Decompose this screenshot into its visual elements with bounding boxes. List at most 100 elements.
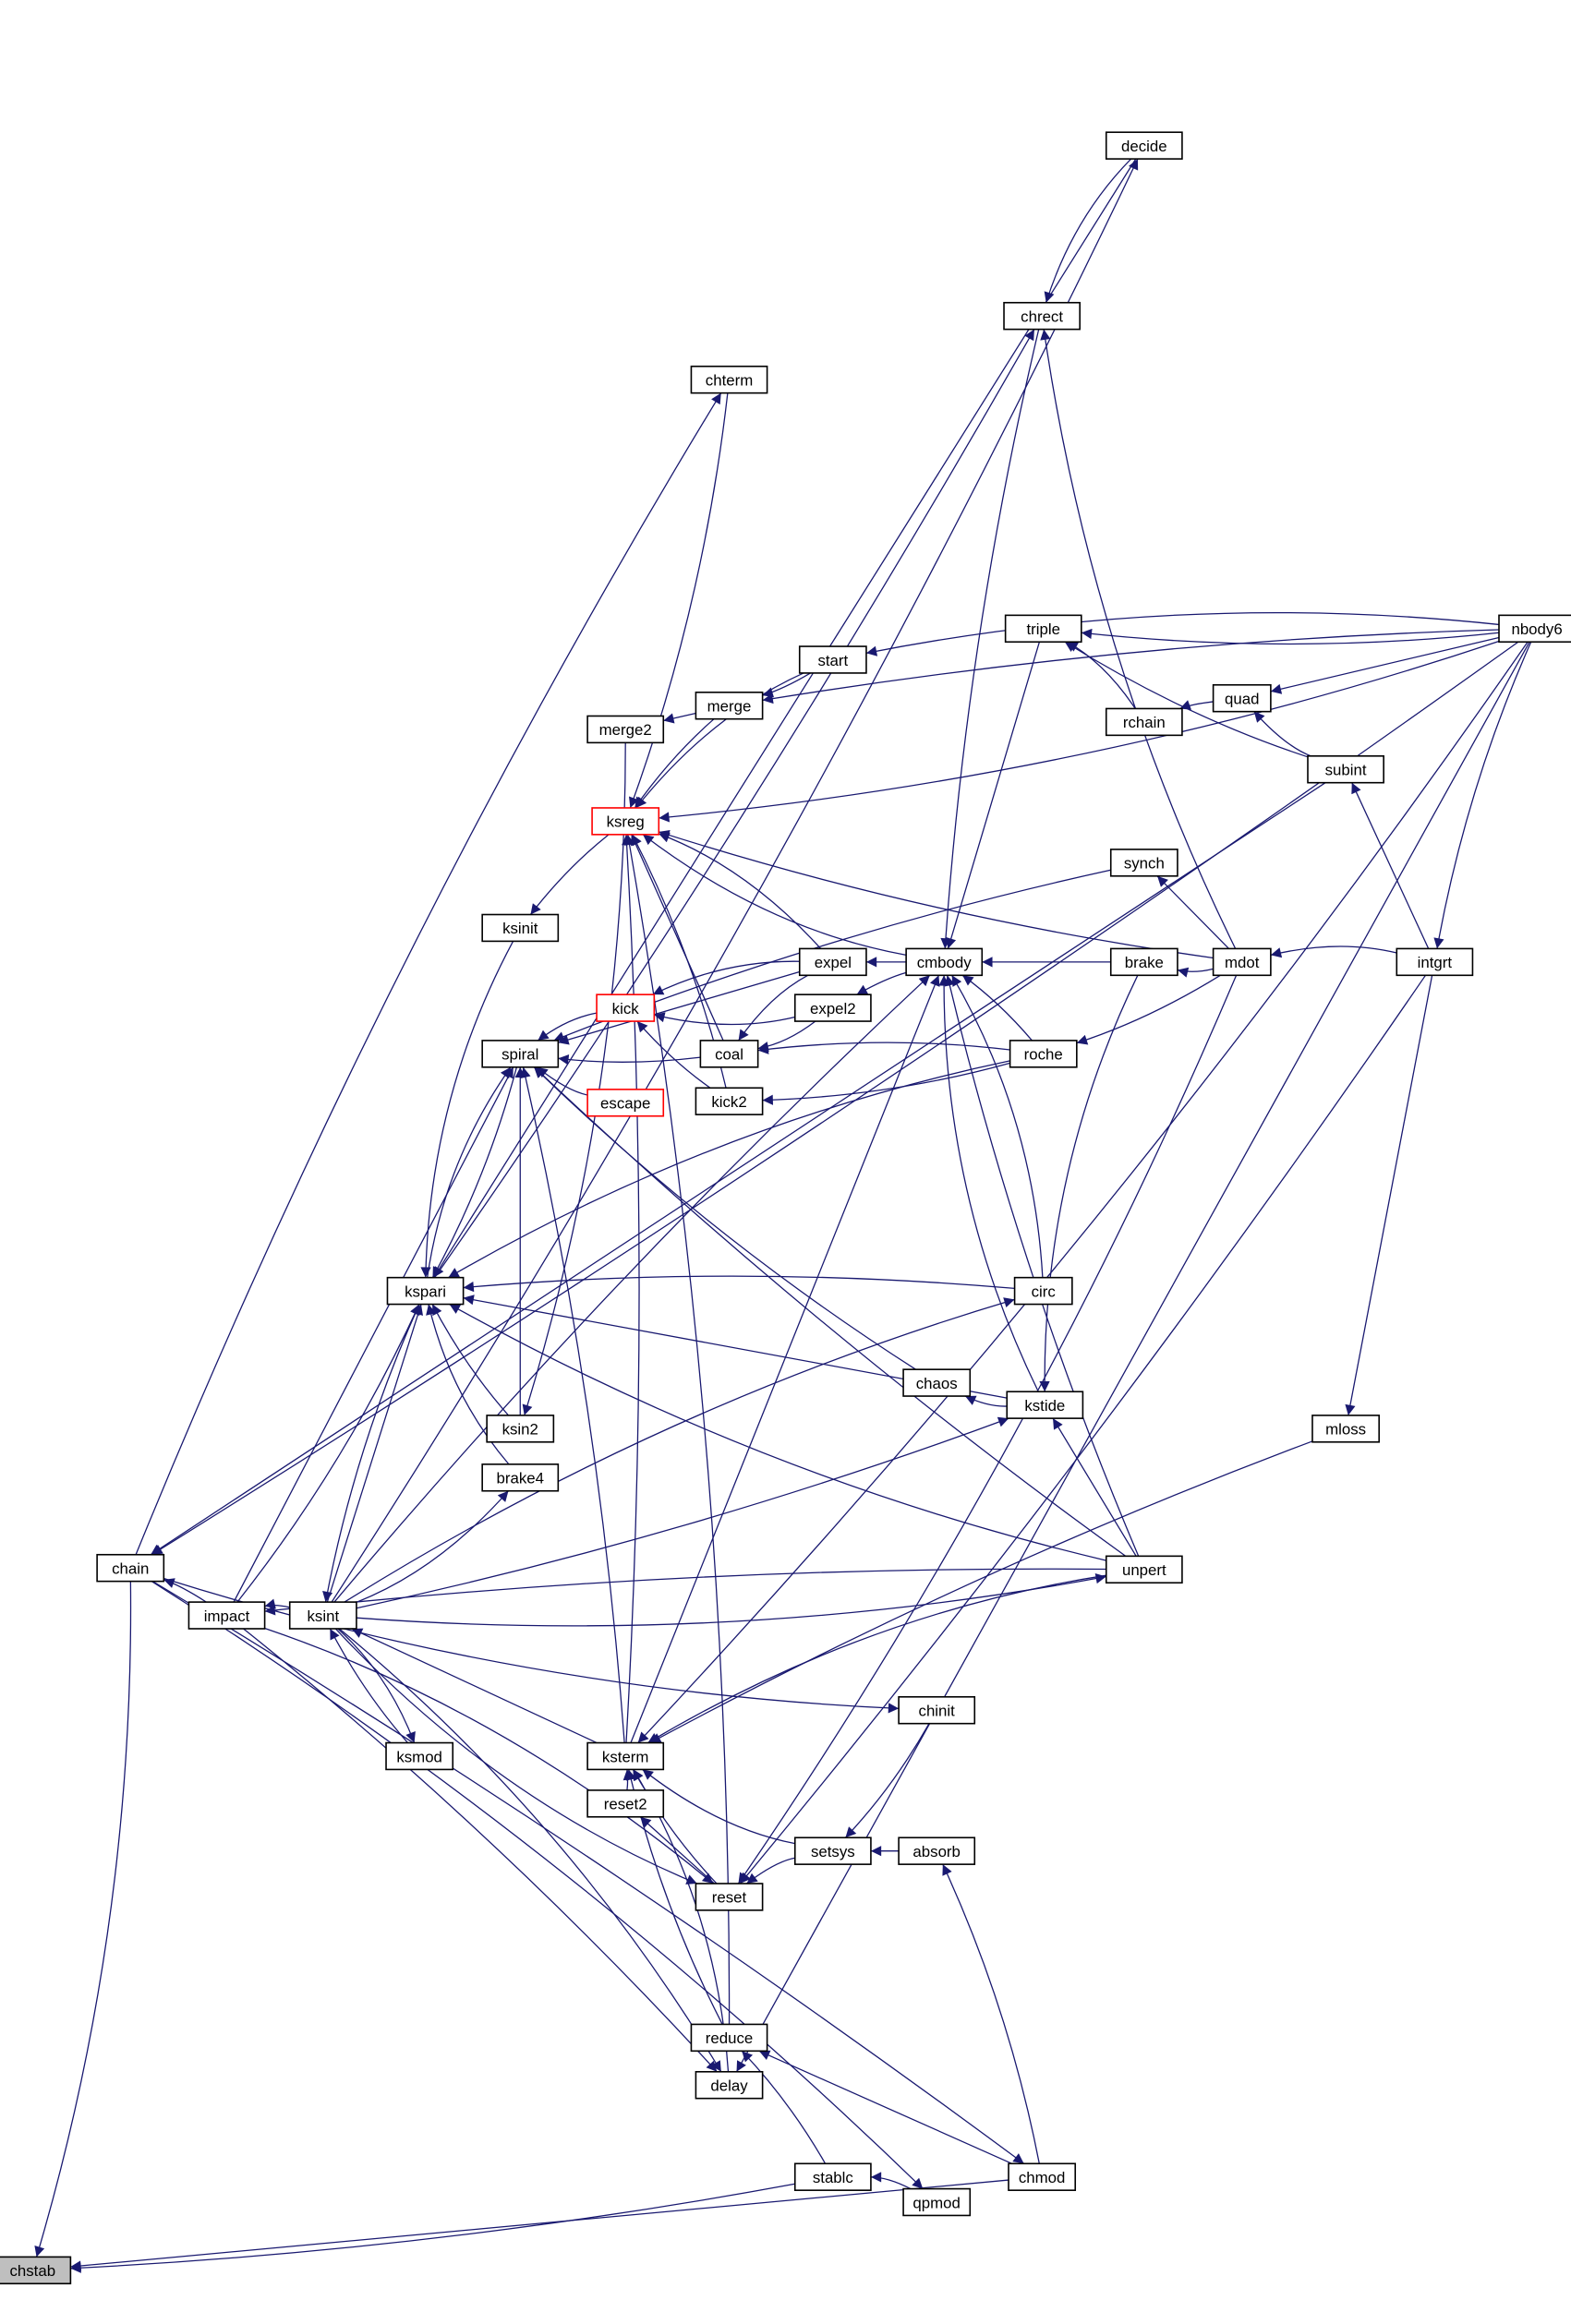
node-box [1105,707,1183,737]
node-label: ksin2 [502,1421,538,1439]
node-kspari[interactable]: kspari [386,1276,465,1306]
edge-expel-to-ksreg [659,832,822,949]
edge-chain-to-chstab [34,1581,132,2258]
node-box [1009,1040,1078,1068]
node-escape[interactable]: escape [586,1089,665,1117]
node-label: chterm [706,372,753,390]
node-ksin2[interactable]: ksin2 [486,1415,555,1443]
edge-unpert-to-impact [264,1568,1106,1616]
node-unpert[interactable]: unpert [1105,1555,1183,1584]
node-box [586,1789,665,1818]
node-cmbody[interactable]: cmbody [905,947,984,977]
node-label: setsys [811,1843,855,1860]
node-brake[interactable]: brake [1109,947,1178,977]
node-label: decide [1121,138,1167,155]
node-box [1105,1555,1183,1584]
node-impact[interactable]: impact [187,1601,266,1630]
node-roche[interactable]: roche [1009,1040,1078,1068]
node-label: qpmod [912,2194,960,2211]
edge-ksterm-to-ksint [351,1628,598,1744]
node-label: start [817,652,848,669]
node-expel[interactable]: expel [798,947,867,977]
node-chterm[interactable]: chterm [690,365,768,394]
node-ksreg[interactable]: ksreg [591,807,660,836]
edge-mdot-to-reset [737,975,1238,1884]
node-chmod[interactable]: chmod [1008,2162,1077,2191]
node-brake4[interactable]: brake4 [481,1463,560,1492]
node-chrect[interactable]: chrect [1003,301,1081,331]
node-label: reset2 [604,1796,647,1813]
node-mdot[interactable]: mdot [1212,947,1272,977]
edge-ksint-to-impact [264,1598,290,1609]
node-synch[interactable]: synch [1109,849,1178,877]
node-box [96,1553,165,1583]
node-kstide[interactable]: kstide [1006,1391,1084,1419]
node-decide[interactable]: decide [1105,131,1183,160]
node-kick2[interactable]: kick2 [695,1087,764,1115]
node-box [486,1415,555,1443]
edge-nbody6-to-ksreg [659,640,1500,823]
node-subint[interactable]: subint [1307,755,1384,784]
edge-roche-to-cmbody [961,974,1033,1042]
node-label: roche [1024,1046,1063,1064]
node-merge2[interactable]: merge2 [586,715,665,744]
edge-nbody6-to-merge [762,629,1500,704]
node-chinit[interactable]: chinit [898,1696,976,1725]
node-box [586,1089,665,1117]
edge-impact-to-kspari [236,1304,420,1603]
node-reset2[interactable]: reset2 [586,1789,665,1818]
node-chstab[interactable]: chstab [0,2256,72,2285]
node-stablc[interactable]: stablc [793,2162,872,2191]
node-expel2[interactable]: expel2 [793,993,872,1022]
edge-unpert-to-spiral [534,1066,1127,1557]
edge-subint-to-triple [1064,641,1309,758]
edge-unpert-to-cmbody [944,975,1140,1557]
edge-mdot-to-roche [1076,974,1221,1045]
node-ksterm[interactable]: ksterm [586,1741,665,1771]
node-circ[interactable]: circ [1013,1276,1073,1306]
node-box [1498,614,1571,644]
node-label: unpert [1122,1561,1166,1579]
edge-subint-to-chain [150,782,1326,1556]
node-chain[interactable]: chain [96,1553,165,1583]
node-ksint[interactable]: ksint [288,1601,357,1630]
node-qpmod[interactable]: qpmod [902,2187,972,2217]
node-label: merge [707,698,752,716]
node-kick[interactable]: kick [596,993,656,1022]
edge-brake4-to-kspari [426,1304,510,1465]
node-delay[interactable]: delay [695,2070,764,2100]
node-reset[interactable]: reset [695,1883,764,1911]
node-box [695,1087,764,1115]
node-absorb[interactable]: absorb [898,1836,976,1865]
edge-chmod-to-reduce [758,2050,1012,2164]
node-spiral[interactable]: spiral [481,1040,560,1068]
edge-chterm-to-ksreg [628,392,729,809]
edge-mdot-to-chrect [1040,329,1237,949]
node-merge[interactable]: merge [695,692,764,720]
node-ksmod[interactable]: ksmod [385,1741,454,1771]
node-reduce[interactable]: reduce [690,2023,768,2053]
edge-nbody6-to-start [865,612,1500,656]
node-intgrt[interactable]: intgrt [1396,947,1474,977]
node-box [1013,1276,1073,1306]
node-nbody6[interactable]: nbody6 [1498,614,1571,644]
edge-brake-to-kstide [1039,975,1139,1392]
edge-spiral-to-kspari [431,1066,518,1278]
node-rchain[interactable]: rchain [1105,707,1183,737]
node-setsys[interactable]: setsys [793,1836,872,1865]
node-chaos[interactable]: chaos [902,1368,972,1397]
node-coal[interactable]: coal [699,1040,759,1068]
node-start[interactable]: start [798,645,867,674]
node-label: triple [1026,620,1059,638]
edge-ksterm-to-cmbody [630,975,940,1743]
node-box [481,913,560,943]
node-box [1212,683,1272,713]
node-box [798,645,867,674]
node-mloss[interactable]: mloss [1311,1415,1380,1443]
node-triple[interactable]: triple [1004,614,1082,644]
node-ksinit[interactable]: ksinit [481,913,560,943]
node-label: intgrt [1418,954,1453,971]
node-quad[interactable]: quad [1212,683,1272,713]
node-label: kick2 [711,1093,746,1111]
edge-merge2-to-ksin2 [522,742,626,1416]
